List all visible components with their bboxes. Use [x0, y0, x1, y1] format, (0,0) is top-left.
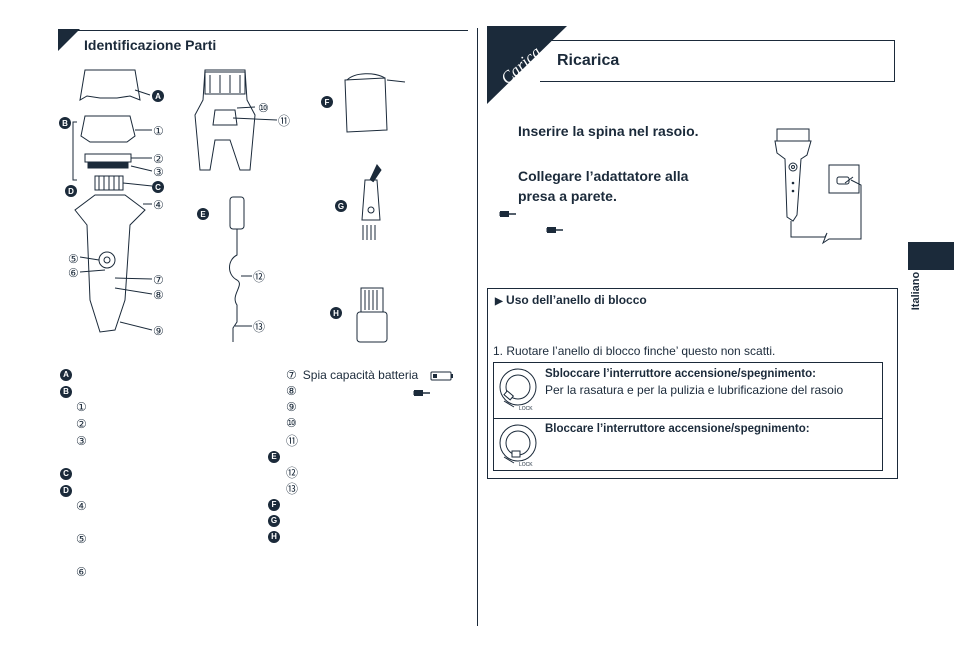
lock-section-title-row: ▶ Uso dell’anello di blocco: [495, 293, 647, 307]
legend-badge: G: [268, 515, 280, 527]
ricarica-header-box: [540, 40, 895, 82]
legend-item: ⑧: [286, 384, 297, 398]
legend-item: ②: [76, 417, 87, 431]
step-2-line1: Collegare l’adattatore alla: [518, 168, 689, 184]
carica-tab: Carica: [487, 26, 567, 104]
legend-item: ⑬: [286, 480, 298, 497]
legend-item: ⑦ Spia capacità batteria: [286, 368, 418, 382]
legend-badge: E: [268, 451, 280, 463]
diagram-badge-c: C: [155, 183, 161, 192]
lock-section-box: [487, 288, 898, 479]
lock-dial-label: LOCK: [519, 462, 533, 468]
legend-item: ⑫: [286, 464, 298, 481]
plug-icon-step1: [499, 211, 516, 217]
legend-item: D: [60, 482, 72, 497]
legend-item: H: [268, 528, 280, 543]
legend-item: ⑩: [286, 416, 297, 430]
legend-item: E: [268, 448, 280, 463]
lock-title: Bloccare l’interruttore accensione/spegn…: [545, 423, 810, 435]
legend-number: ⑨: [286, 400, 297, 414]
triangle-bullet-icon: ▶: [495, 296, 503, 307]
legend-badge: F: [268, 499, 280, 511]
diagram-num-7: ⑦: [153, 273, 164, 287]
legend-number: ⑩: [286, 416, 297, 430]
legend-number: ⑪: [286, 434, 299, 448]
lock-section-title: Uso dell’anello di blocco: [506, 293, 647, 307]
step-1-text: Inserire la spina nel rasoio.: [518, 123, 699, 139]
legend-number: ⑬: [286, 482, 299, 496]
diagram-badge-h: H: [333, 309, 339, 318]
legend-item: ⑥: [76, 565, 87, 579]
legend-badge: B: [60, 386, 72, 398]
legend-item: F: [268, 496, 280, 511]
left-top-rule: [60, 30, 468, 31]
legend-item: ⑤: [76, 532, 87, 546]
diagram-num-4: ④: [153, 198, 164, 212]
lock-row-box: [493, 417, 883, 471]
legend-item: ⑨: [286, 400, 297, 414]
diagram-badge-f: F: [325, 98, 330, 107]
lock-instruction: 1. Ruotare l’anello di blocco finche’ qu…: [493, 344, 776, 358]
ricarica-heading: Ricarica: [557, 52, 620, 69]
diagram-num-13: ⑬: [253, 320, 265, 334]
language-side-tab: [908, 242, 954, 270]
unlock-text: Per la rasatura e per la pulizia e lubri…: [545, 383, 844, 397]
diagram-num-10: ⑩: [258, 101, 269, 115]
unlock-title: Sbloccare l’interruttore accensione/speg…: [545, 368, 816, 380]
legend-badge: A: [60, 369, 72, 381]
left-heading: Identificazione Parti: [84, 37, 217, 53]
charging-illustration: [774, 128, 862, 245]
legend-number: ④: [76, 499, 87, 513]
unlock-dial-label: LOCK: [519, 406, 533, 412]
plug-icon-step2: [546, 227, 563, 233]
legend-badge: H: [268, 531, 280, 543]
legend-number: ⑥: [76, 565, 87, 579]
step-2-line2: presa a parete.: [518, 188, 617, 204]
diagram-badge-e: E: [200, 210, 206, 219]
battery-icon: [430, 371, 453, 381]
legend-number: ③: [76, 434, 87, 448]
legend-item: B: [60, 383, 72, 398]
legend-item: ④: [76, 499, 87, 513]
diagram-num-6: ⑥: [68, 266, 79, 280]
legend-item: C: [60, 465, 72, 480]
diagram-num-3: ③: [153, 165, 164, 179]
legend-badge: D: [60, 485, 72, 497]
lock-dial-icon: LOCK: [499, 424, 537, 468]
legend-badge: C: [60, 468, 72, 480]
diagram-num-8: ⑧: [153, 288, 164, 302]
legend-item: ①: [76, 400, 87, 414]
unlock-row-box: [493, 362, 883, 419]
legend-item: A: [60, 366, 72, 381]
language-label: Italiano: [910, 271, 922, 311]
diagram-badge-d: D: [68, 187, 74, 196]
legend-number: ⑤: [76, 532, 87, 546]
legend-item: G: [268, 512, 280, 527]
diagram-num-5: ⑤: [68, 252, 79, 266]
legend-number: ①: [76, 400, 87, 414]
diagram-badge-b: B: [62, 119, 68, 128]
page-divider: [477, 28, 478, 626]
legend-text: Spia capacità batteria: [302, 368, 419, 382]
legend-number: ②: [76, 417, 87, 431]
left-corner-triangle: [58, 29, 80, 51]
parts-diagram: A B C D E F G H ① ② ③ ④ ⑤ ⑥ ⑦ ⑧ ⑨ ⑩ ⑪ ⑫ …: [59, 69, 406, 343]
diagram-num-2: ②: [153, 152, 164, 166]
diagram-num-12: ⑫: [253, 270, 265, 284]
diagram-num-1: ①: [153, 124, 164, 138]
legend-number: ⑧: [286, 384, 297, 398]
legend-number: ⑫: [286, 466, 299, 480]
diagram-badge-g: G: [338, 202, 344, 211]
diagram-num-11: ⑪: [278, 114, 290, 128]
plug-icon: [413, 390, 430, 396]
legend-item: ③: [76, 434, 87, 448]
legend-item: ⑪: [286, 432, 298, 449]
diagram-badge-a: A: [155, 92, 161, 101]
legend-number: ⑦: [286, 368, 297, 382]
diagram-num-9: ⑨: [153, 324, 164, 338]
unlock-dial-icon: LOCK: [499, 368, 537, 412]
